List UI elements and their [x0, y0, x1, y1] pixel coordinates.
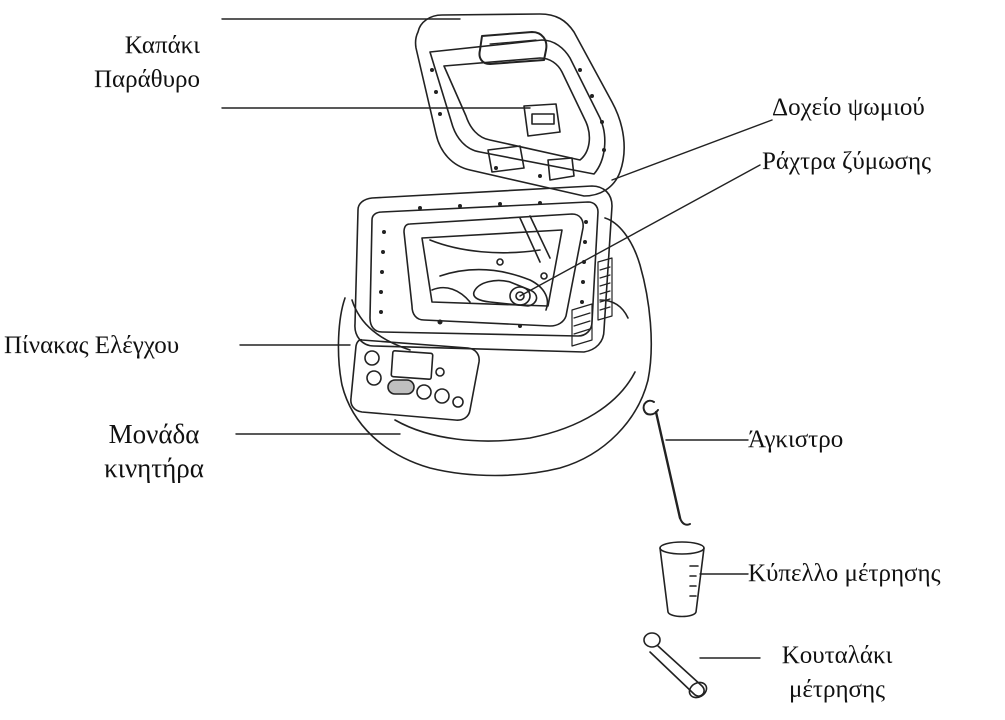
- label-lid: Καπάκι: [60, 30, 200, 61]
- bread-pan-illustration: [404, 214, 583, 326]
- label-measuring-spoon-line1: Κουταλάκι: [762, 640, 912, 671]
- label-motor-unit-line1: Μονάδα: [74, 418, 234, 451]
- label-bread-pan: Δοχείο ψωμιού: [772, 92, 925, 123]
- label-control-panel: Πίνακας Ελέγχου: [4, 330, 179, 361]
- hook-illustration: [644, 401, 690, 525]
- leader-lines: [222, 19, 772, 658]
- measuring-spoon-illustration: [644, 633, 709, 701]
- kneading-paddle-illustration: [474, 259, 547, 306]
- label-measuring-cup: Κύπελλο μέτρησης: [748, 558, 941, 589]
- control-panel-illustration: [351, 340, 479, 420]
- label-hook: Άγκιστρο: [748, 424, 843, 455]
- lid-illustration: [416, 14, 625, 196]
- label-window: Παράθυρο: [30, 64, 200, 95]
- label-kneading-paddle: Ράχτρα ζύμωσης: [762, 146, 931, 177]
- measuring-cup-illustration: [660, 542, 704, 617]
- label-motor-unit-line2: κινητήρα: [74, 452, 234, 485]
- display-screen: [391, 351, 433, 380]
- label-measuring-spoon-line2: μέτρησης: [762, 674, 912, 705]
